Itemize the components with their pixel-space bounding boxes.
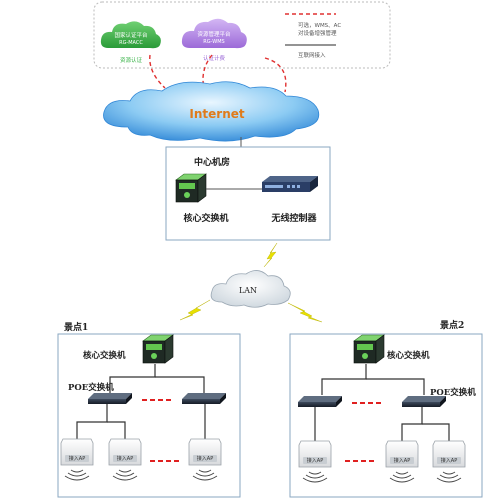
purple-cloud-line1: 资源管理平台 [197,30,231,38]
site2-box [289,333,483,498]
site1-link-poe-ap1 [76,404,108,439]
site2-ap2-label: 接入AP [394,457,410,464]
link-green-cloud-internet [149,54,166,89]
internet-label: Internet [189,107,244,121]
site2-core-switch-icon [353,334,385,364]
link-purple-cloud-internet [202,54,213,89]
purple-cloud-line2: RG-WMS [203,39,224,45]
green-cloud-line2: RG-MACC [119,40,143,46]
center-room-title: 中心机房 [194,156,230,168]
site1-poe-switch-right-icon [182,393,226,404]
site2-ap3-label: 接入AP [441,457,457,464]
wireless-controller-icon [262,176,318,192]
site2-ap1-label: 接入AP [307,457,323,464]
site1-poe-switch-left-icon [88,393,132,404]
site1-link-poe-ap2 [107,421,126,439]
legend-dashed-label-1: 可选，WMS、AC [298,21,341,29]
purple-cloud-icon [181,18,247,49]
center-core-switch-icon [175,173,207,203]
green-cloud-icon [100,21,161,49]
lightning-center-lan [263,242,278,268]
center-core-switch-label: 核心交换机 [183,212,228,224]
site1-poe-switch-label: POE交换机 [68,382,114,393]
site2-link-core-poe-right [366,378,425,395]
lan-label: LAN [239,286,257,295]
site1-ap2-label: 接入AP [117,455,133,462]
site1-core-switch-label: 核心交换机 [83,350,126,361]
site1-ap3-label: 接入AP [197,455,213,462]
purple-cloud-caption: 认证计费 [203,54,226,62]
site2-link-core-poe-left [321,364,367,395]
site2-core-switch-label: 核心交换机 [387,350,430,361]
site2-poe-switch-left-icon [298,396,342,407]
site2-link-poe-ap2 [401,407,423,441]
site1-link-core-poe-right [155,376,205,393]
legend-dashed-label-2: 对设备增强管理 [298,29,337,37]
lightning-lan-site1 [179,299,211,321]
site1-title: 景点1 [64,321,88,333]
site2-poe-switch-label: POE交换机 [430,387,476,398]
site1-ap1-label: 接入AP [69,455,85,462]
site2-link-poe-ap3 [422,423,450,441]
site2-poe-switch-right-icon [402,396,446,407]
legend-solid-label: 互联网接入 [298,51,326,59]
internet-cloud [103,81,320,142]
site1-core-switch-icon [142,334,174,364]
site2-title: 景点2 [440,319,464,331]
green-cloud-line1: 国家认证平台 [114,31,148,39]
wireless-controller-label: 无线控制器 [270,212,317,224]
link-panel-internet [264,57,287,93]
green-cloud-caption: 资源认证 [120,56,143,64]
lan-cloud [210,270,291,308]
site1-link-core-poe-left [109,364,156,393]
lightning-lan-site2 [287,302,323,323]
